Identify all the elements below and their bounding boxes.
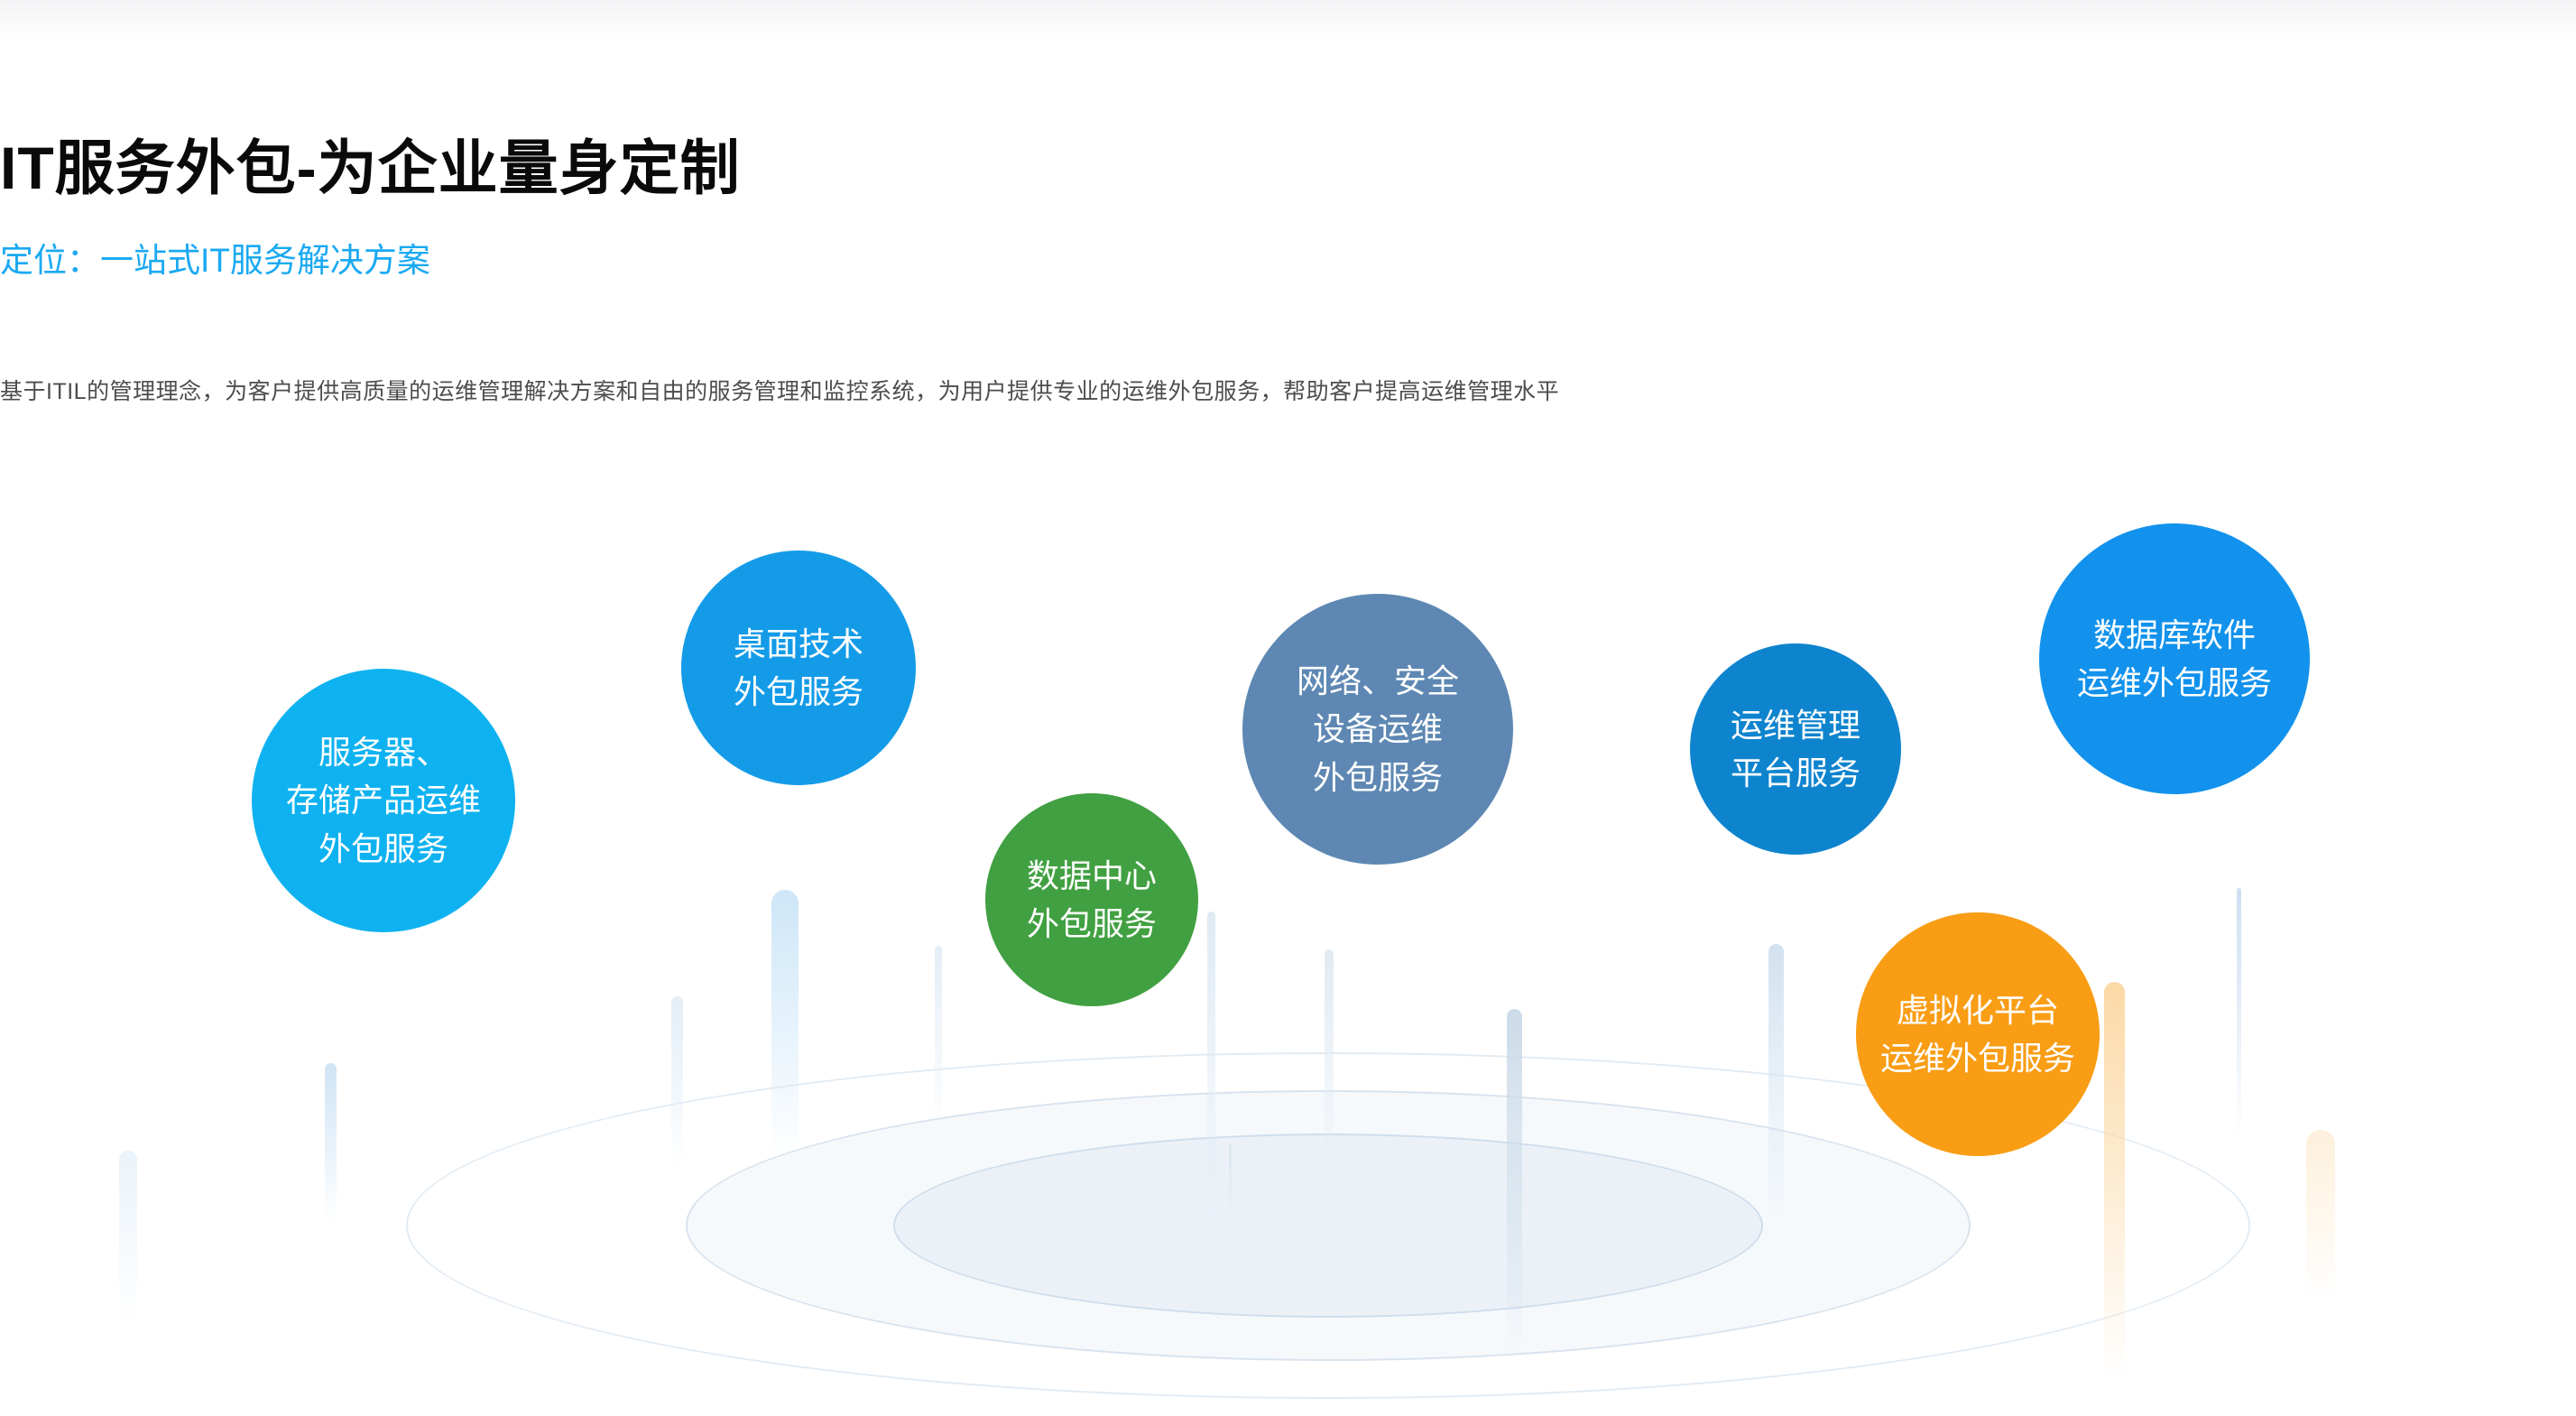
decor-pillar <box>1207 912 1215 1236</box>
service-label: 桌面技术 外包服务 <box>733 625 863 710</box>
decor-pillar-orange <box>2104 982 2125 1379</box>
service-bubble-database: 数据库软件 运维外包服务 <box>2039 523 2310 794</box>
section-subtitle: 定位：一站式IT服务解决方案 <box>0 242 430 279</box>
section-description: 基于ITIL的管理理念，为客户提供高质量的运维管理解决方案和自由的服务管理和监控… <box>0 379 1560 404</box>
decor-ring-inner <box>893 1134 1763 1318</box>
decor-pillar-orange <box>2306 1130 2335 1301</box>
service-bubble-network-security: 网络、安全 设备运维 外包服务 <box>1242 594 1513 865</box>
decor-pillar <box>1325 949 1334 1193</box>
decor-ring-middle <box>686 1090 1971 1361</box>
service-bubble-server-storage: 服务器、 存储产品运维 外包服务 <box>252 669 515 932</box>
service-bubble-virtualization: 虚拟化平台 运维外包服务 <box>1856 912 2100 1156</box>
decor-pillar <box>2237 888 2241 1139</box>
service-label: 服务器、 存储产品运维 外包服务 <box>285 734 481 867</box>
service-label: 运维管理 平台服务 <box>1730 706 1860 791</box>
service-label: 虚拟化平台 运维外包服务 <box>1879 991 2075 1077</box>
decor-pillar <box>1229 1144 1232 1221</box>
service-bubble-ops-platform: 运维管理 平台服务 <box>1690 643 1901 855</box>
decor-pillar <box>1507 1009 1522 1361</box>
decor-pillar <box>671 996 683 1168</box>
service-bubble-data-center: 数据中心 外包服务 <box>985 793 1198 1006</box>
decor-pillar <box>1768 944 1784 1224</box>
decor-pillar <box>935 946 942 1135</box>
service-label: 数据库软件 运维外包服务 <box>2076 615 2272 701</box>
decor-pillar <box>325 1063 337 1221</box>
service-bubble-desktop-tech: 桌面技术 外包服务 <box>681 551 916 785</box>
decor-pillar <box>119 1151 137 1322</box>
top-gradient-decor <box>0 0 2576 108</box>
service-label: 网络、安全 设备运维 外包服务 <box>1296 662 1459 796</box>
service-label: 数据中心 外包服务 <box>1026 856 1157 942</box>
section-title: IT服务外包-为企业量身定制 <box>0 134 741 201</box>
decor-pillar <box>771 890 799 1161</box>
